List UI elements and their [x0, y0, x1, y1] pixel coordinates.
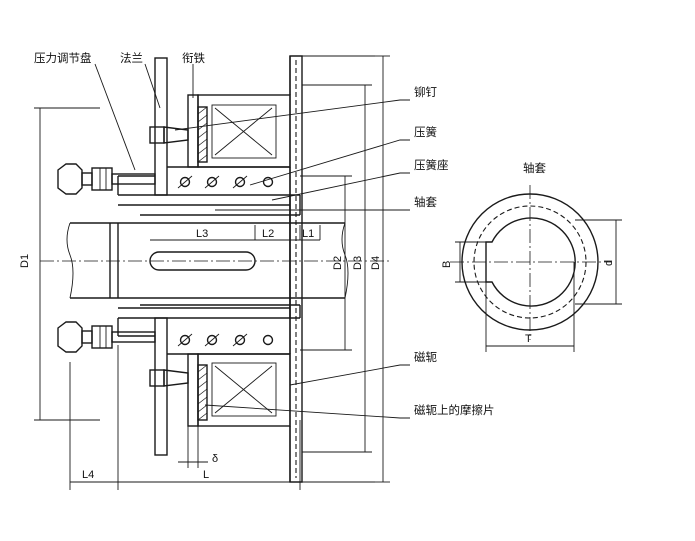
label-rivet: 铆钉 — [414, 85, 437, 99]
leader-yoke — [289, 364, 410, 386]
leader-spring — [249, 139, 410, 186]
label-friction: 磁轭上的摩擦片 — [414, 403, 495, 417]
sleeve-cross-section — [450, 185, 612, 340]
leader-spring-seat — [271, 172, 410, 201]
keyway-slot — [149, 251, 256, 271]
dim-t-label: T — [525, 333, 532, 345]
label-sleeve: 轴套 — [414, 195, 437, 209]
dim-d3-label: D3 — [352, 256, 364, 270]
dim-l2-label: L2 — [262, 228, 274, 240]
dim-d-label: d — [603, 260, 615, 266]
friction-pad-top — [197, 106, 208, 163]
dim-d2-label: D2 — [332, 256, 344, 270]
label-pressure-plate: 压力调节盘 — [34, 51, 92, 65]
dim-b-label: B — [441, 261, 453, 268]
dim-d4-label: D4 — [370, 256, 382, 270]
label-armature: 衔铁 — [182, 51, 205, 65]
dim-l-label: L — [203, 469, 209, 481]
spring-bottom — [177, 333, 274, 347]
label-spring-seat: 压簧座 — [414, 158, 449, 172]
friction-pad-bottom — [197, 364, 208, 421]
dim-delta-label: δ — [212, 453, 218, 465]
dim-l4-label: L4 — [82, 469, 94, 481]
sleeve-section — [118, 194, 301, 319]
armature-section — [167, 94, 290, 427]
dim-d1-label: D1 — [19, 254, 31, 268]
adjusting-bolt-top — [57, 163, 156, 195]
rivet-bottom — [149, 369, 189, 387]
spring-top — [177, 175, 274, 189]
flange-section — [117, 57, 168, 456]
dim-l1-label: L1 — [302, 228, 314, 240]
leader-rivet — [174, 99, 410, 131]
leader-friction — [204, 404, 410, 419]
shaft — [66, 222, 349, 299]
adjusting-bolt-bottom — [57, 321, 156, 353]
leader-pressure-plate — [94, 63, 136, 171]
label-sleeve-title: 轴套 — [523, 161, 546, 175]
label-yoke: 磁轭 — [414, 350, 437, 364]
dim-l3-label: L3 — [196, 228, 208, 240]
label-flange: 法兰 — [120, 51, 143, 65]
leader-flange — [144, 63, 161, 109]
yoke-section — [197, 94, 291, 427]
label-spring: 压簧 — [414, 125, 437, 139]
